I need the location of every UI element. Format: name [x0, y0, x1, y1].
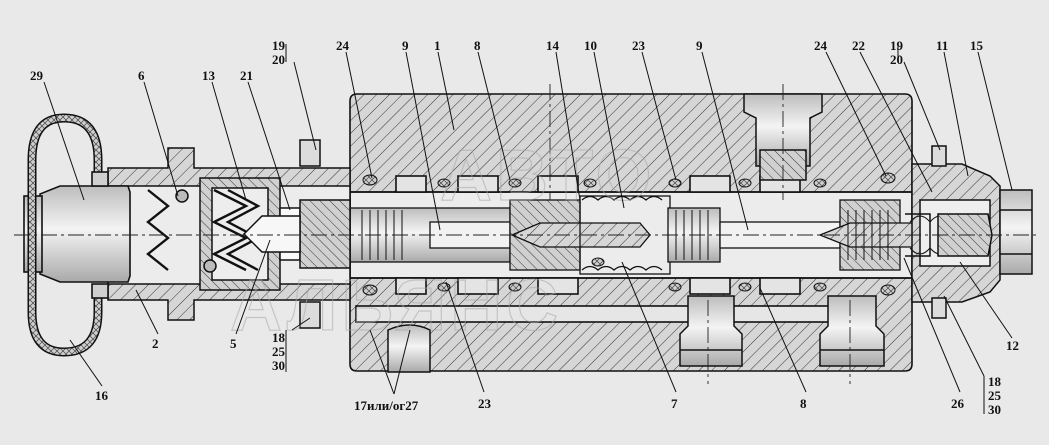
watermark-line-2: АЛЬЯНС: [230, 266, 562, 346]
bottom-fittings: [387, 295, 885, 373]
callout-17-or-27: 17или/ог27: [354, 398, 419, 413]
callout-2: 2: [152, 336, 159, 351]
callout-18-right: 18: [988, 374, 1002, 389]
callouts: 29 6 13 21 19 20 24 9 1 8 14 10 23 9 24 …: [30, 38, 1019, 417]
axis-lines: [14, 84, 1040, 384]
left-actuator-housing: [107, 139, 351, 329]
callout-15: 15: [970, 38, 984, 53]
callout-25-right: 25: [988, 388, 1002, 403]
callout-8-top: 8: [474, 38, 481, 53]
callout-13: 13: [202, 68, 216, 83]
callout-1: 1: [434, 38, 441, 53]
callout-29: 29: [30, 68, 44, 83]
callout-11: 11: [936, 38, 948, 53]
leader-lines: [43, 44, 1013, 414]
callout-9-right: 9: [696, 38, 703, 53]
callout-16: 16: [95, 388, 109, 403]
callout-22: 22: [852, 38, 865, 53]
callout-30-right: 30: [988, 402, 1001, 417]
lever-knob: [23, 113, 131, 357]
callout-20-left: 20: [272, 52, 285, 67]
callout-26: 26: [951, 396, 965, 411]
callout-24-left: 24: [336, 38, 350, 53]
callout-18-left: 18: [272, 330, 286, 345]
watermark: АВТО АЛЬЯНС: [229, 135, 655, 346]
callout-9-left: 9: [402, 38, 409, 53]
callout-8-bottom: 8: [800, 396, 807, 411]
callout-23-bottom: 23: [478, 396, 492, 411]
callout-19-right: 19: [890, 38, 904, 53]
callout-12: 12: [1006, 338, 1019, 353]
callout-19-left: 19: [272, 38, 286, 53]
watermark-line-1: АВТО: [440, 136, 655, 216]
callout-5: 5: [230, 336, 237, 351]
callout-6: 6: [138, 68, 145, 83]
callout-7: 7: [671, 396, 678, 411]
callout-20-right: 20: [890, 52, 903, 67]
callout-14: 14: [546, 38, 560, 53]
callout-10: 10: [584, 38, 597, 53]
callout-23-top: 23: [632, 38, 646, 53]
right-end-cap: [905, 145, 1033, 319]
callout-25-left: 25: [272, 344, 286, 359]
callout-30-left: 30: [272, 358, 285, 373]
callout-24-right: 24: [814, 38, 828, 53]
callout-21: 21: [240, 68, 253, 83]
